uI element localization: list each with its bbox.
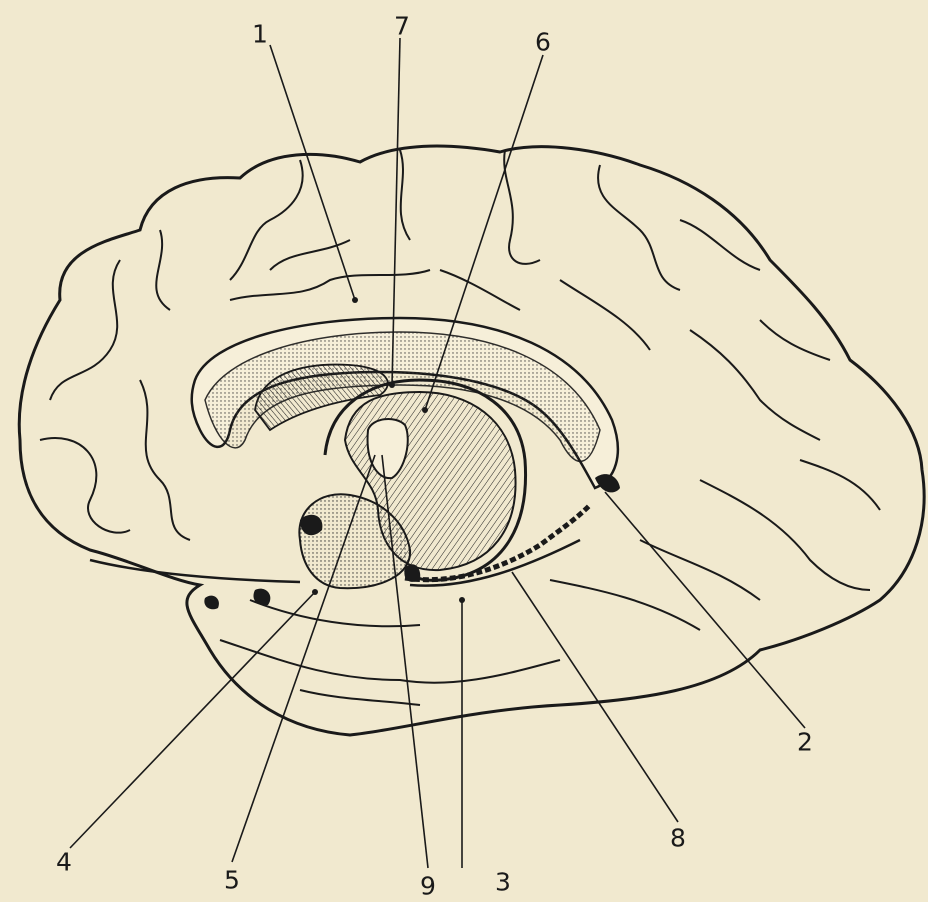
- label-3: 3: [495, 870, 511, 895]
- label-4: 4: [56, 850, 72, 875]
- label-6: 6: [535, 30, 551, 55]
- label-1: 1: [252, 22, 268, 47]
- label-9: 9: [420, 874, 436, 899]
- label-5: 5: [224, 868, 240, 893]
- label-8: 8: [670, 826, 686, 851]
- label-7: 7: [394, 14, 410, 39]
- label-2: 2: [797, 730, 813, 755]
